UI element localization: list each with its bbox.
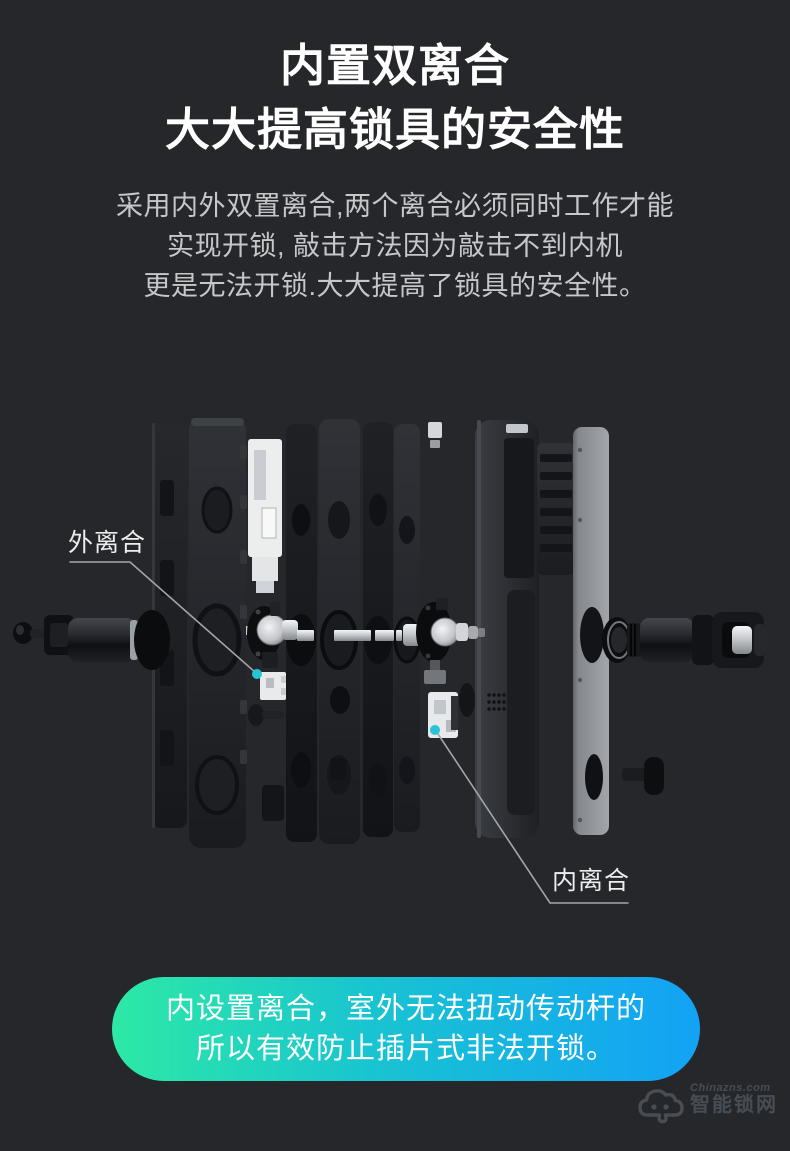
title-line1: 内置双离合 [279,40,510,91]
subtitle-line2: 实现开锁, 敲击方法因为敲击不到内机 [166,231,623,261]
outer-clutch-callout-line [69,561,257,674]
watermark: Chinazns.com 智能锁网 [636,1082,778,1133]
watermark-site: Chinazns.com [690,1082,771,1094]
back-plate [573,427,609,835]
inner-clutch [403,598,485,738]
small-bracket [428,422,442,448]
outer-mount-plate [152,423,187,828]
inner-clutch-callout-line [435,730,629,904]
watermark-name: 智能锁网 [690,1094,778,1116]
bolt [622,757,664,795]
inner-handle-assembly [627,612,766,668]
outer-clutch-dot [252,669,262,679]
outer-handle-assembly [13,610,170,670]
outer-clutch [246,602,298,726]
pcb-strip [248,439,282,593]
banner-line2: 所以有效防止插片式非法开锁。 [195,1033,616,1065]
inner-clutch-dot [430,725,440,735]
security-banner: 内设置离合，室外无法扭动传动杆的 所以有效防止插片式非法开锁。 [112,977,700,1081]
subtitle-line3: 更是无法开锁.大大提高了锁具的安全性。 [143,271,647,301]
callouts: 外离合 内离合 [68,529,630,904]
inner-plate-1 [363,422,393,837]
subtitle-line1: 采用内外双置离合,两个离合必须同时工作才能 [115,191,674,221]
speaker-holes [487,693,506,711]
small-parts [262,686,350,821]
drive-rod [297,630,402,641]
title-line2: 大大提高锁具的安全性 [164,104,625,155]
cloud-logo-icon [636,1084,686,1133]
inner-clutch-label: 内离合 [552,867,630,895]
outer-clutch-label: 外离合 [68,529,146,557]
lock-exploded-diagram: 外离合 内离合 [0,390,790,950]
banner-line1: 内设置离合，室外无法扭动传动杆的 [165,993,646,1025]
page-subtitle: 采用内外双置离合,两个离合必须同时工作才能 实现开锁, 敲击方法因为敲击不到内机… [0,186,790,306]
page-title: 内置双离合 大大提高锁具的安全性 [0,34,790,162]
watermark-text: Chinazns.com 智能锁网 [690,1082,778,1116]
inner-body-panel [475,420,539,838]
battery-cover [537,443,575,575]
front-panel [189,418,247,848]
